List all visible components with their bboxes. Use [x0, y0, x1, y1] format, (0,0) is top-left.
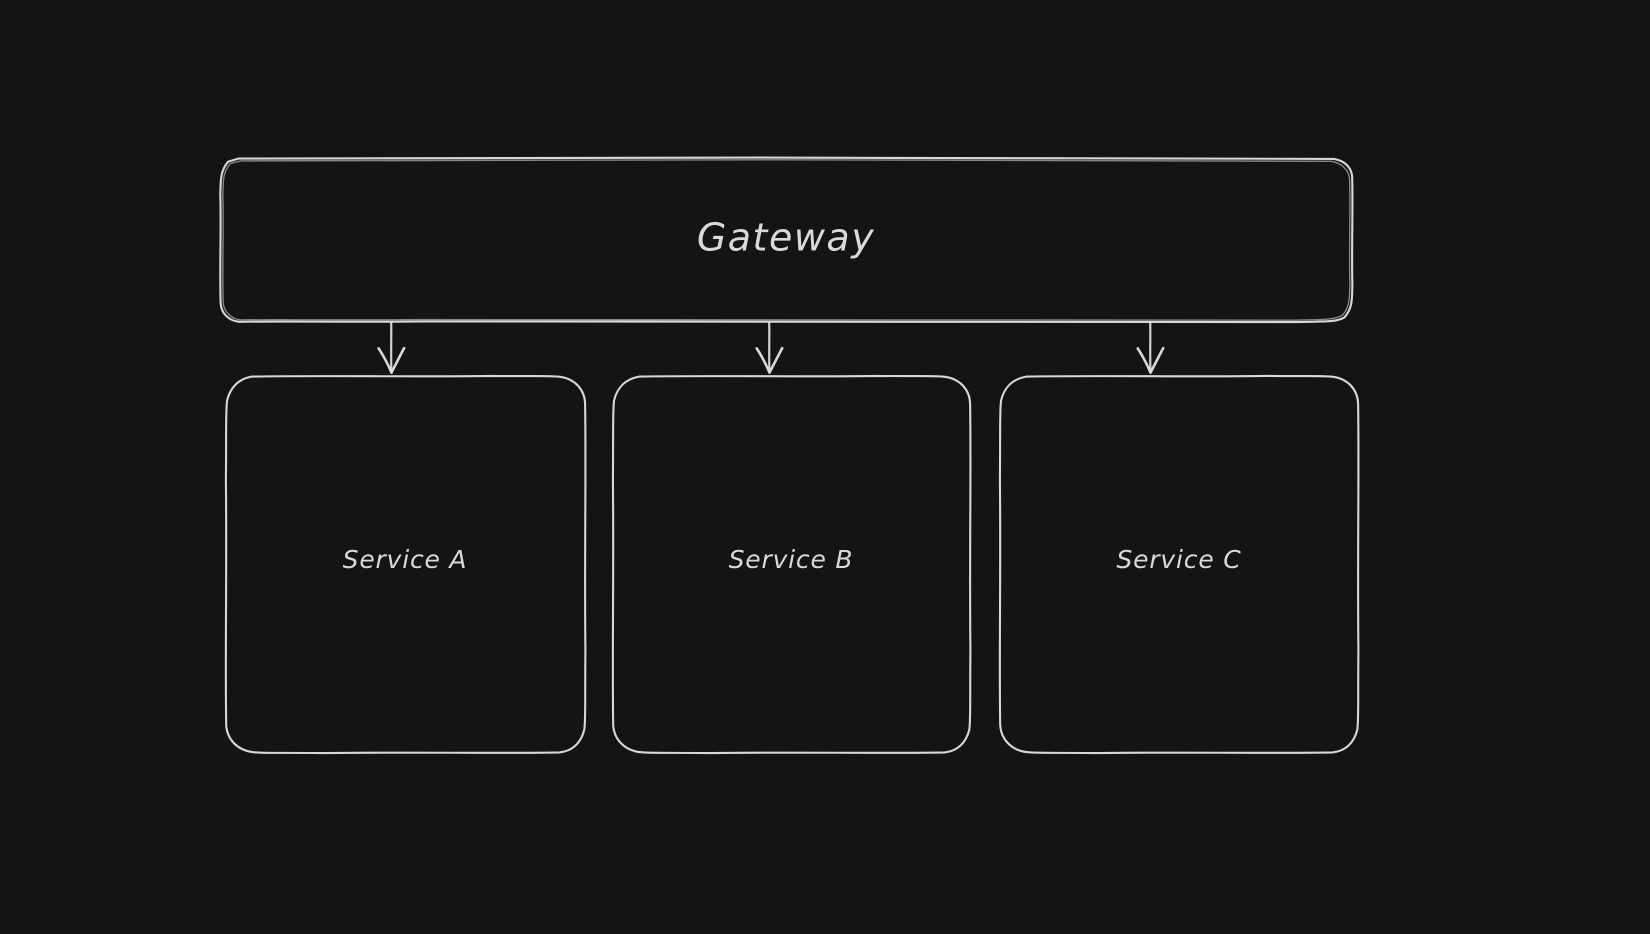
service-b-label: Service B: [729, 545, 854, 574]
service-a-label: Service A: [343, 545, 468, 574]
node-service-b[interactable]: Service B: [611, 374, 972, 755]
service-a-box-outline: [224, 374, 587, 755]
node-service-a[interactable]: Service A: [224, 374, 587, 755]
edge-c-arrowhead-icon: [1136, 346, 1165, 374]
service-c-box-outline: [998, 374, 1360, 755]
edge-b-arrowhead-icon: [755, 346, 784, 374]
edge-gateway-service-a[interactable]: [377, 321, 406, 374]
edge-a-arrowhead-icon: [377, 346, 406, 374]
node-gateway[interactable]: Gateway: [219, 156, 1354, 324]
service-c-label: Service C: [1117, 545, 1242, 574]
gateway-box-outline: [219, 156, 1354, 324]
service-b-box-outline: [611, 374, 972, 755]
edge-gateway-service-b[interactable]: [755, 321, 784, 374]
edge-gateway-service-c[interactable]: [1136, 321, 1165, 374]
node-service-c[interactable]: Service C: [998, 374, 1360, 755]
gateway-label: Gateway: [697, 216, 875, 260]
gateway-box-sketch-overlay: [222, 159, 1351, 321]
